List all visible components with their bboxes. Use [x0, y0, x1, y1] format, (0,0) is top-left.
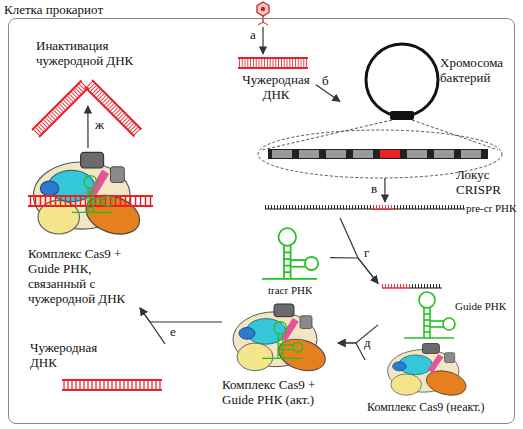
rna-strand: [382, 287, 410, 288]
process-arrow: [87, 106, 88, 148]
rna-hairpin: [262, 228, 318, 279]
zoom-line: [262, 120, 392, 150]
process-arrow: [140, 308, 165, 344]
zoom-line: [412, 120, 498, 150]
rna-hairpin: [262, 322, 303, 359]
node-label: Локус CRISPR: [456, 167, 518, 197]
crispr-site: [390, 111, 414, 120]
chromosome-ring: [366, 44, 438, 116]
diagram-node: Guide РНК: [378, 280, 512, 346]
node-label: Комплекс Cas9 (неакт.): [367, 400, 515, 414]
rna-hairpin: [404, 292, 455, 338]
dna-ladder: [62, 380, 162, 390]
diagram-node: Комплекс Cas9 + Guide РНК, связанный с ч…: [22, 148, 160, 308]
cas9-protein: [233, 304, 329, 376]
rna-strand: [410, 288, 442, 289]
phage-leg: [263, 22, 268, 25]
step-letter: е: [170, 325, 176, 339]
node-label: tracr РНК: [268, 284, 330, 297]
node-label: Guide РНК: [455, 300, 512, 313]
dna-fragment: [85, 80, 142, 137]
diagram-node: Локус CRISPR: [258, 130, 502, 178]
repeat-block: [353, 150, 373, 158]
rna-ticks: [410, 284, 442, 288]
locus-bar: [268, 149, 488, 159]
step-letter: г: [364, 246, 369, 260]
node-label: Комплекс Cas9 + Guide РНК, связанный с ч…: [28, 246, 146, 306]
step-letter: а: [250, 28, 256, 42]
process-arrow: [338, 325, 378, 343]
diagram-node: Чужеродная ДНК: [236, 56, 316, 104]
node-label: Хромосома бактерий: [440, 55, 514, 85]
diagram-node: Комплекс Cas9 + Guide РНК (акт.): [222, 300, 338, 410]
rna-ticks: [265, 205, 465, 209]
dna-ladder: [238, 58, 308, 68]
diagram-node: tracr РНК: [255, 222, 330, 298]
node-label: Чужеродная ДНК: [236, 72, 316, 102]
diagram-node: Инактивация чужеродной ДНК: [28, 36, 155, 106]
dna-fragment: [32, 81, 89, 138]
node-label: Клетка прокариот: [4, 2, 144, 17]
rna-gap: [372, 205, 394, 209]
step-letter: д: [364, 336, 371, 350]
repeat-block: [272, 150, 292, 158]
phage-core: [261, 7, 265, 11]
repeat-block: [326, 150, 346, 158]
step-letter: ж: [95, 118, 104, 132]
process-arrow: [330, 258, 378, 284]
diagram-node: pre-cr РНК: [262, 202, 514, 218]
phage-icon: [257, 2, 269, 25]
repeat-block: [434, 150, 454, 158]
process-arrow: [384, 178, 385, 202]
process-arrow: [340, 218, 378, 283]
cell-boundary: Клетка прокариотЧужеродная ДНКХромосома …: [8, 18, 515, 424]
rna-ticks: [382, 284, 410, 288]
node-label: Комплекс Cas9 + Guide РНК (акт.): [222, 377, 340, 407]
repeat-block: [407, 150, 427, 158]
phage-head: [257, 2, 269, 16]
process-arrow: [140, 308, 222, 322]
node-label: Чужеродная ДНК: [30, 340, 122, 370]
repeat-block: [461, 150, 481, 158]
process-arrow: [338, 343, 365, 360]
rna-ticks: [372, 205, 394, 209]
node-label: pre-cr РНК: [466, 202, 518, 215]
repeat-block: [299, 150, 319, 158]
rna-strand: [372, 208, 394, 209]
rna-hairpin: [72, 176, 113, 213]
spacer-block: [380, 150, 400, 158]
diagram-node: Хромосома бактерий: [340, 40, 514, 122]
node-label: Инактивация чужеродной ДНК: [36, 38, 151, 68]
phage-tail: [262, 16, 263, 22]
injection-arrow: [262, 27, 263, 54]
phage-leg: [258, 22, 263, 25]
cas9-protein: [388, 344, 470, 400]
rna-strand: [265, 209, 465, 210]
diagram-node: Комплекс Cas9 (неакт.): [365, 343, 513, 417]
step-letter: б: [322, 74, 329, 88]
step-letter: в: [371, 182, 377, 196]
diagram-node: Чужеродная ДНК: [25, 338, 165, 396]
